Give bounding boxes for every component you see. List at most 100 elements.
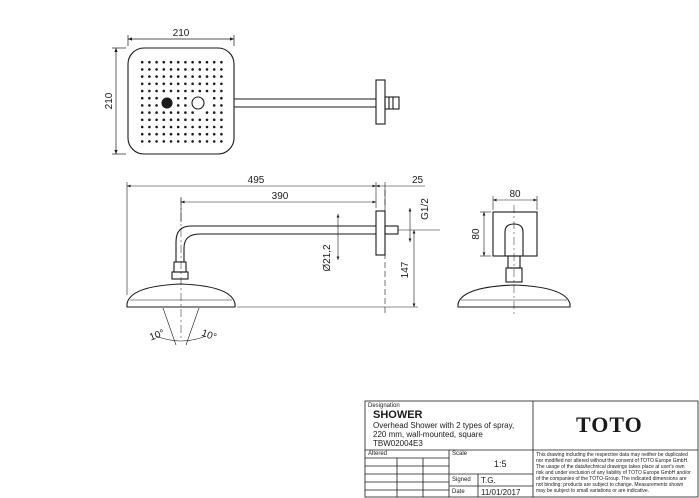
nozzle-dot bbox=[162, 125, 166, 129]
nozzle-dot bbox=[191, 111, 194, 114]
wall-plate-side bbox=[492, 211, 538, 257]
nozzle-dot bbox=[176, 132, 180, 136]
nozzle-dot bbox=[176, 82, 180, 86]
nozzle-dot bbox=[198, 132, 202, 136]
nozzle-dot bbox=[205, 89, 209, 93]
nozzle-dot bbox=[148, 125, 151, 129]
nozzle-dot bbox=[184, 104, 187, 107]
arm-bend-inner bbox=[183, 233, 201, 262]
nozzle-dot bbox=[169, 140, 173, 143]
nozzle-dot bbox=[184, 75, 187, 78]
nozzle-dot bbox=[212, 132, 216, 136]
nozzle-dot bbox=[184, 118, 187, 122]
nozzle-dot bbox=[220, 111, 223, 114]
nozzle-dot bbox=[198, 118, 202, 122]
dim-arm-length: 390 bbox=[272, 191, 289, 202]
nozzle-dot bbox=[212, 125, 216, 129]
nozzle-dot bbox=[162, 140, 166, 143]
date-value: 11/01/2017 bbox=[481, 488, 521, 497]
nozzle-dot bbox=[205, 82, 209, 86]
nozzle-dot bbox=[169, 82, 173, 86]
nozzle-dot bbox=[148, 111, 151, 114]
signed-value: T.G. bbox=[481, 476, 496, 485]
nozzle-dot bbox=[191, 125, 194, 129]
nozzle-dot bbox=[148, 75, 151, 78]
nozzle-dot bbox=[162, 118, 166, 122]
nozzle-dot bbox=[155, 111, 158, 114]
wall-flange-top bbox=[375, 79, 386, 125]
nozzle-dot bbox=[212, 140, 216, 143]
nozzle-dot bbox=[205, 140, 209, 143]
nozzle-dot bbox=[176, 125, 180, 129]
nozzle-dot bbox=[169, 60, 173, 64]
nozzle-dot bbox=[169, 132, 173, 136]
nozzle-dot bbox=[212, 89, 216, 93]
nozzle-dot bbox=[169, 111, 173, 114]
nozzle-dot bbox=[176, 75, 180, 78]
nozzle-dot bbox=[184, 60, 187, 64]
dim-side-width: 80 bbox=[509, 189, 521, 200]
nozzle-dot bbox=[205, 132, 209, 136]
nozzle-dot bbox=[205, 60, 209, 64]
nozzle-dot bbox=[205, 68, 209, 71]
nozzle-dot bbox=[191, 60, 194, 64]
nozzle-dot bbox=[148, 68, 151, 71]
dim-total-length: 495 bbox=[248, 175, 265, 186]
nozzle-dot bbox=[155, 60, 158, 64]
brand-logo: TOTO bbox=[576, 412, 643, 437]
nozzle-dot bbox=[162, 89, 166, 93]
nozzle-dot bbox=[162, 75, 166, 78]
nozzle-dot bbox=[198, 82, 202, 86]
nozzle-dot bbox=[205, 75, 209, 78]
nozzle-dot bbox=[148, 60, 151, 64]
nozzle-dot bbox=[212, 96, 216, 100]
nozzle-dot bbox=[140, 118, 144, 122]
head-neck bbox=[171, 271, 189, 280]
nozzle-dot bbox=[220, 125, 223, 129]
nozzle-dot bbox=[155, 125, 158, 129]
nozzle-dot bbox=[176, 89, 180, 93]
side-view bbox=[457, 196, 571, 315]
shower-head-top-outline bbox=[127, 47, 235, 155]
nozzle-dot bbox=[184, 132, 187, 136]
dim-drop-height: 147 bbox=[400, 261, 411, 278]
title-block-border bbox=[364, 400, 699, 498]
ball-joint bbox=[173, 261, 187, 273]
disclaimer-line: nor modified nor altered without the con… bbox=[536, 458, 689, 464]
nozzle-dot bbox=[155, 68, 158, 71]
wall-flange-front bbox=[375, 210, 386, 256]
nozzle-dot bbox=[162, 132, 166, 136]
nozzle-dot bbox=[140, 60, 144, 64]
arm-bend-outer bbox=[175, 225, 192, 262]
dim-head-width: 210 bbox=[173, 28, 190, 39]
nozzle-dot bbox=[148, 82, 151, 86]
nozzle-dot bbox=[162, 68, 166, 71]
nozzle-dot bbox=[176, 68, 180, 71]
nozzle-dot bbox=[169, 75, 173, 78]
nozzle-dot bbox=[140, 111, 144, 114]
nozzle-dot bbox=[140, 104, 144, 107]
nozzle-dot bbox=[220, 75, 223, 78]
disclaimer-line: of the companies of the TOTO-Group. The … bbox=[536, 476, 687, 482]
nozzle-dot bbox=[155, 89, 158, 93]
nozzle-dot bbox=[212, 75, 216, 78]
scale-label: Scale bbox=[452, 451, 468, 457]
nozzle-dot bbox=[162, 111, 166, 114]
nozzle-dot bbox=[198, 75, 202, 78]
dim-head-height: 210 bbox=[104, 92, 115, 109]
nozzle-dot bbox=[162, 60, 166, 64]
nozzle-dot bbox=[140, 82, 144, 86]
nozzle-dot bbox=[148, 104, 151, 107]
nozzle-dot bbox=[220, 118, 223, 122]
nozzle-dot bbox=[212, 68, 216, 71]
nozzle-dot bbox=[140, 89, 144, 93]
nozzle-dot bbox=[148, 89, 151, 93]
nozzle-dot bbox=[191, 68, 194, 71]
nozzle-dot bbox=[198, 125, 202, 129]
nozzle-dot bbox=[191, 82, 194, 86]
nozzle-dot bbox=[140, 96, 144, 100]
nozzle-dot bbox=[176, 60, 180, 64]
nozzle-dot bbox=[184, 125, 187, 129]
altered-label: Altered bbox=[368, 451, 388, 457]
dim-thread: G1/2 bbox=[420, 198, 431, 220]
